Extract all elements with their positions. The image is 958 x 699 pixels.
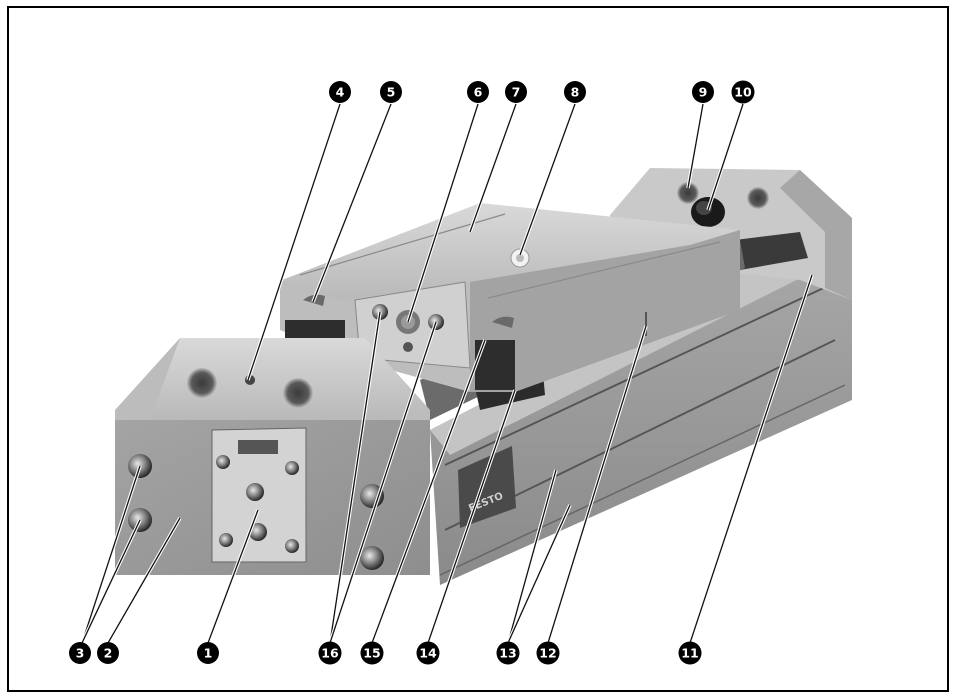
callout-15-label: 15 bbox=[363, 646, 380, 661]
callout-14: 14 bbox=[416, 641, 440, 665]
callout-5-label: 5 bbox=[387, 85, 396, 100]
callout-6-label: 6 bbox=[474, 85, 483, 100]
callout-11: 11 bbox=[678, 641, 702, 665]
callout-7-label: 7 bbox=[512, 85, 521, 100]
callout-6: 6 bbox=[467, 81, 489, 103]
callout-16-label: 16 bbox=[321, 646, 339, 661]
callout-16: 16 bbox=[318, 641, 342, 665]
leader-3b bbox=[80, 519, 142, 644]
leader-15 bbox=[370, 339, 487, 644]
callout-1: 1 bbox=[197, 642, 219, 664]
leader-4 bbox=[246, 103, 342, 381]
leader-7 bbox=[468, 103, 518, 233]
leader-5 bbox=[311, 103, 393, 303]
leader-10 bbox=[706, 103, 745, 211]
callout-5: 5 bbox=[380, 81, 402, 103]
leader-11 bbox=[688, 274, 814, 644]
leader-13a bbox=[506, 469, 558, 644]
callout-15: 15 bbox=[360, 641, 384, 665]
leader-6 bbox=[406, 103, 480, 323]
leader-16a bbox=[328, 311, 382, 644]
callout-2-label: 2 bbox=[104, 646, 113, 661]
callout-13-label: 13 bbox=[499, 646, 516, 661]
callout-13: 13 bbox=[496, 641, 520, 665]
callout-11-label: 11 bbox=[681, 646, 698, 661]
leader-9 bbox=[686, 103, 705, 189]
callout-1-label: 1 bbox=[204, 646, 213, 661]
callout-4: 4 bbox=[329, 81, 351, 103]
callout-3: 3 bbox=[69, 642, 91, 664]
leader-8 bbox=[518, 103, 577, 256]
callout-14-label: 14 bbox=[419, 646, 437, 661]
leader-13b bbox=[506, 504, 572, 644]
callout-3-label: 3 bbox=[76, 646, 85, 661]
callout-9: 9 bbox=[692, 81, 714, 103]
callout-10: 10 bbox=[731, 80, 755, 104]
callout-8-label: 8 bbox=[571, 85, 580, 100]
leader-14 bbox=[426, 389, 517, 644]
leader-lines bbox=[80, 103, 814, 644]
leader-16b bbox=[328, 321, 438, 644]
leader-1 bbox=[206, 509, 260, 644]
callout-12-label: 12 bbox=[539, 646, 556, 661]
callout-7: 7 bbox=[505, 81, 527, 103]
callout-10-label: 10 bbox=[734, 85, 752, 100]
callout-8: 8 bbox=[564, 81, 586, 103]
callout-4-label: 4 bbox=[336, 85, 345, 100]
front-end-plate bbox=[115, 338, 430, 575]
leader-3a bbox=[80, 465, 142, 644]
callout-12: 12 bbox=[536, 641, 560, 665]
leader-12 bbox=[546, 325, 648, 644]
leader-2 bbox=[106, 517, 182, 644]
callout-9-label: 9 bbox=[699, 85, 708, 100]
slide-carriage bbox=[280, 203, 740, 392]
callout-2: 2 bbox=[97, 642, 119, 664]
